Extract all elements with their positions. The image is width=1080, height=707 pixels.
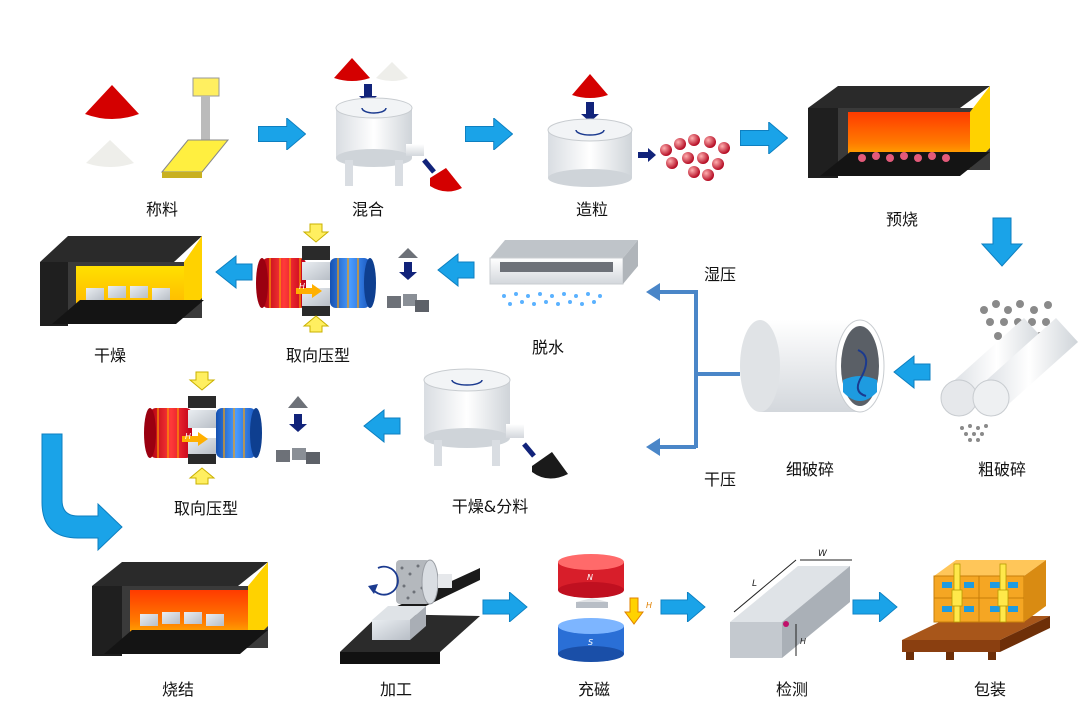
step-label-dewatering: 脱水 [531,338,565,357]
fine-crusher-illustration [740,319,885,413]
dewatering-illustration [489,240,638,306]
dimension-width-label: W [818,549,828,559]
step-label-drying-dispensing: 干燥&分料 [451,497,529,516]
step-label-presintering: 预烧 [885,210,919,229]
step-label-oriented-pressing-wet: 取向压型 [285,346,351,365]
branch-connector [656,290,740,449]
presinter-furnace-illustration [808,86,990,178]
step-label-magnetizing: 充磁 [577,680,611,699]
flow-arrow-1 [258,118,306,150]
oriented-press-wet-illustration [256,223,376,333]
north-pole-label: N [587,573,593,582]
flow-arrow-bent [41,433,123,552]
flow-arrow-4 [482,592,528,622]
coarse-crusher-illustration [940,300,1078,442]
flow-arrow-left-dewater [437,252,475,288]
flow-arrow-left-press-wet [215,254,253,290]
drying-furnace-illustration [40,236,204,326]
step-label-machining: 加工 [379,680,413,699]
dryer-dispenser-illustration [423,368,568,479]
step-label-granulation: 造粒 [575,200,609,219]
granulator-illustration [547,74,730,187]
inspection-illustration [730,559,852,658]
flow-arrow-left-dry [363,408,401,444]
dimension-height-label: H [800,637,806,646]
weighing-illustration [85,77,230,178]
flow-arrow-5 [660,592,706,622]
step-label-drying-wet: 干燥 [93,346,127,365]
oriented-press-dry-illustration [144,371,262,485]
mixer-illustration [334,58,462,192]
flow-arrow-down [980,217,1024,267]
packaging-illustration [902,560,1050,660]
flow-arrow-3 [740,122,788,154]
step-label-sintering: 烧结 [161,680,195,699]
step-label-oriented-pressing-dry: 取向压型 [173,499,239,518]
south-pole-label: S [588,638,593,647]
step-label-weighing: 称料 [145,200,179,219]
compact-icon-dry [276,396,320,464]
dimension-length-label: L [752,579,757,589]
step-label-coarse-crushing: 粗破碎 [977,460,1027,479]
compact-icon-wet [387,248,429,312]
branch-label-dry-pressing: 干压 [704,470,737,489]
magnetizer-illustration [558,554,644,662]
machining-illustration [340,559,480,664]
step-label-mixing: 混合 [351,200,385,219]
step-label-inspection: 检测 [775,680,809,699]
flow-arrow-2 [465,118,513,150]
step-label-fine-crushing: 细破碎 [785,460,835,479]
flow-arrow-6 [852,592,898,622]
branch-label-wet-pressing: 湿压 [704,265,737,284]
sintering-furnace-illustration [92,562,268,656]
branch-arrowheads [646,283,660,456]
field-symbol-dry: H [185,432,191,441]
magnetizing-field-label: H [646,601,652,610]
flow-arrow-left-crush [893,354,931,390]
step-label-packaging: 包装 [973,680,1007,699]
field-symbol-wet: H [299,282,305,291]
